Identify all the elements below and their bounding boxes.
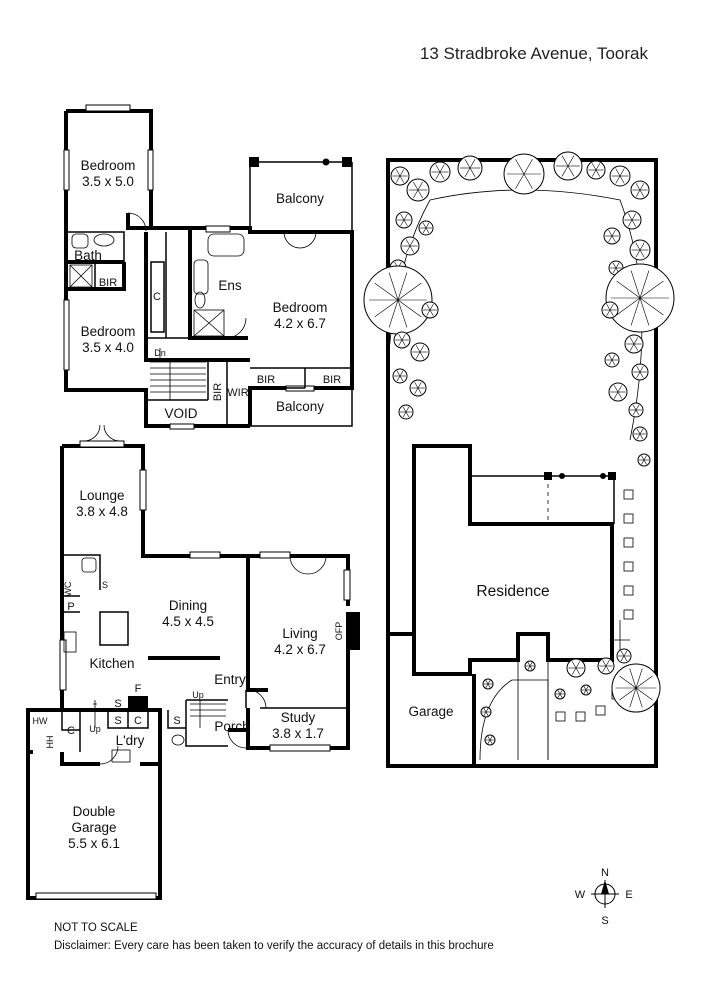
pantry-label: P [67,601,74,613]
property-address: 13 Stradbroke Avenue, Toorak [419,44,648,63]
entry-label: Entry [214,672,246,687]
paver-stone [623,585,634,596]
paver-stone [623,513,634,524]
bir-b-label: BIR [257,374,275,386]
living-size: 4.2 x 6.7 [274,642,326,657]
garden-trees [363,151,675,746]
disclaimer: Disclaimer: Every care has been taken to… [54,940,494,952]
fridge-label: F [135,683,142,695]
paver-stone [555,711,566,722]
ground-floor-labels: Lounge 3.8 x 4.8 Dining 4.5 x 4.5 Living… [33,488,345,851]
compass-east: E [625,889,632,901]
site-labels: Residence Garage [408,583,549,719]
bir-c-label: BIR [323,374,341,386]
upper-floor-plan [63,104,354,430]
cupboard-2-label: C [67,725,75,737]
shelf-2-label: S [114,715,121,727]
wc-label: WC [63,581,73,596]
site-garage-label: Garage [408,704,453,719]
heater-label: HH [45,736,55,749]
cupboard-1-label: C [134,715,142,727]
void-label: VOID [164,406,197,421]
lounge-label: Lounge [79,488,124,503]
garage-label-1: Double [73,804,116,819]
study-label: Study [281,710,316,725]
garage-label-2: Garage [71,820,116,835]
wir-label: WIR [227,387,248,399]
site-plan [363,151,675,768]
bedroom-main-label: Bedroom [273,300,328,315]
shelf-3-label: S [173,715,180,727]
upper-floor-labels: Bedroom 3.5 x 5.0 Bath BIR C Bedroom 3.5… [74,158,341,421]
bath-label: Bath [74,248,102,263]
bedroom-a-label: Bedroom [81,158,136,173]
stairs-up-2-label: Up [192,690,204,700]
kitchen-label: Kitchen [89,656,134,671]
paver-stone [623,489,634,500]
bedroom-b-size: 3.5 x 4.0 [82,340,134,355]
living-label: Living [282,626,317,641]
bedroom-a-size: 3.5 x 5.0 [82,174,134,189]
hot-water-label: HW [33,716,48,726]
ground-floor-plan [26,424,360,900]
stairs-down-label: Dn [154,348,166,358]
residence-label: Residence [476,583,549,600]
compass-south: S [601,915,608,927]
paver-stone [623,537,634,548]
compass-west: W [575,889,586,901]
stairs-up-1-label: Up [89,724,101,734]
compass: N S E W [575,867,633,927]
balcony-top-label: Balcony [276,191,324,206]
bir-d-label: BIR [212,383,224,401]
scale-note: NOT TO SCALE [54,922,138,934]
garage-size: 5.5 x 6.1 [68,836,120,851]
balcony-bottom-label: Balcony [276,399,324,414]
kitchen-shelf-label: S [102,580,108,590]
dining-label: Dining [169,598,207,613]
fireplace-label: OFP [334,622,344,641]
lounge-size: 3.8 x 4.8 [76,504,128,519]
shelf-1-label: S [114,698,121,710]
dining-size: 4.5 x 4.5 [162,614,214,629]
paver-stone [623,561,634,572]
paver-stone [595,705,606,716]
porch-label: Porch [214,719,249,734]
paver-stone [623,609,634,620]
bedroom-main-size: 4.2 x 6.7 [274,316,326,331]
bedroom-b-label: Bedroom [81,324,136,339]
compass-north: N [601,867,609,879]
cupboard-label: C [153,291,161,303]
ensuite-label: Ens [218,278,242,293]
paver-stone [575,711,586,722]
bir-a-label: BIR [99,277,117,289]
laundry-label: L'dry [116,733,145,748]
study-size: 3.8 x 1.7 [272,726,324,741]
